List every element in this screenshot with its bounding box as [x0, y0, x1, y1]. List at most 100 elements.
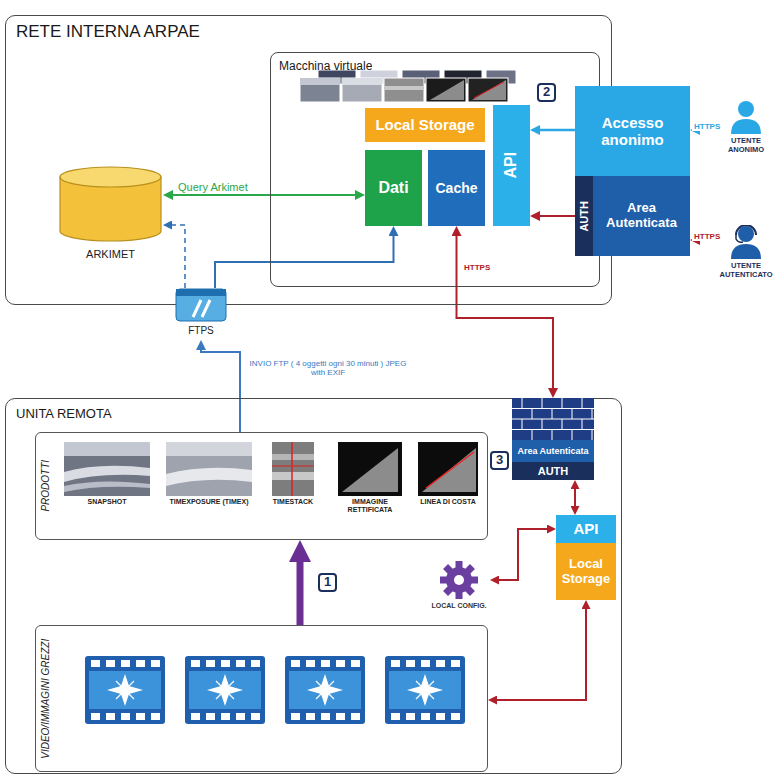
product-pictures-part: [166, 442, 252, 456]
product-pictures-part: [272, 454, 314, 460]
product-pictures-part: [418, 442, 478, 496]
product-thumbnail: SNAPSHOT: [62, 440, 152, 532]
brick-wall: [512, 398, 594, 440]
box-label: API: [502, 152, 520, 179]
video-frames: [85, 656, 465, 724]
callout-box: 3: [490, 451, 509, 470]
box-label: Local Storage: [558, 557, 614, 587]
thumbnail-caption: TIMEXPOSURE (TIMEX): [170, 498, 249, 506]
process-box: Local Storage: [365, 108, 485, 142]
product-pictures-part: [166, 468, 252, 486]
vm-thumbnails-part: [430, 80, 464, 100]
connector-arrow: [169, 194, 359, 196]
product-pictures-part: [338, 442, 402, 496]
brick-wall-part: [572, 409, 573, 420]
brick-wall-part: [532, 430, 533, 441]
user-icon-part: [738, 226, 754, 242]
brick-wall-part: [522, 419, 523, 430]
config-gear-part-part: [454, 575, 464, 585]
thumbnail-caption: TIMESTACK: [273, 498, 313, 506]
brick-wall-part: [522, 398, 523, 409]
region-box: RETE INTERNA ARPAEMacchina virtualeLocal…: [5, 15, 612, 305]
group-label: VIDEO/IMMAGINI GREZZI: [40, 638, 52, 758]
edge-label: Query Arkimet: [176, 181, 250, 194]
firewall-node: Area Autenticata: [512, 398, 594, 462]
database-label: ARKIMET: [86, 248, 135, 261]
box-label: Dati: [378, 179, 408, 197]
box-label: Cache: [435, 180, 477, 196]
callout-number: 3: [496, 453, 503, 468]
user-node: UTENTE ANONIMO: [714, 100, 778, 162]
brick-wall-part: [592, 409, 593, 420]
vm-thumbnails-part: [342, 78, 382, 85]
region-box: UNITA REMOTA PRODOTTI SNAPSHOT TIMEXPOSURE …: [5, 398, 622, 774]
region-title: Macchina virtuale: [279, 60, 372, 74]
user-node: UTENTE AUTENTICATO: [714, 225, 778, 291]
ftps-icon-part: [193, 300, 210, 317]
edge-label: INVIO FTP ( 4 oggetti ogni 30 minuti ) J…: [246, 359, 410, 377]
edge-label: HTTPS: [692, 232, 722, 241]
box-label: API: [573, 520, 598, 537]
box-label: AUTH: [538, 465, 569, 478]
user-label: UTENTE ANONIMO: [714, 137, 778, 154]
brick-wall-part: [512, 398, 594, 440]
callout-box: 1: [318, 573, 337, 592]
config-gear-part-part: [446, 567, 472, 593]
database-cylinder-part: [60, 167, 161, 187]
user-icon-part: [736, 235, 743, 242]
product-pictures-part: [426, 452, 474, 488]
user-icon: [728, 225, 764, 259]
process-box: Cache: [428, 150, 485, 226]
brick-wall-part: [562, 419, 563, 430]
brick-wall-part: [582, 398, 583, 409]
vm-thumbnails-part: [384, 86, 424, 90]
product-thumbnail: TIMEXPOSURE (TIMEX): [164, 440, 254, 532]
ftps-icon: [175, 288, 227, 322]
brick-wall-part: [562, 398, 563, 409]
callout-box: 2: [537, 83, 556, 102]
product-pictures-part: [64, 442, 150, 496]
callout-number: 2: [543, 85, 550, 100]
product-pictures-part: [272, 442, 314, 496]
edge-label-box: HTTPS: [692, 115, 722, 133]
region-title: UNITA REMOTA: [16, 407, 112, 422]
group-label: PRODOTTI: [40, 460, 52, 512]
user-icon-part: [736, 225, 756, 235]
product-pictures-part: [272, 466, 314, 467]
vm-thumbnails-part: [472, 80, 506, 100]
config-gear: [439, 560, 479, 600]
product-thumbnail: IMMAGINE RETTIFICATA: [334, 440, 406, 532]
brick-wall-part: [542, 398, 543, 409]
product-thumbnail: LINEA DI COSTA: [414, 440, 482, 532]
process-box: API: [556, 515, 616, 543]
brick-wall-part: [532, 409, 533, 420]
product-pictures-part: [64, 466, 150, 482]
product-pictures-part: [64, 481, 150, 492]
connector-arrow: [201, 346, 240, 432]
callout-number: 1: [324, 575, 331, 590]
process-box: Dati: [365, 150, 422, 226]
process-box: AUTH: [512, 462, 594, 480]
brick-wall-part: [552, 409, 553, 420]
connector-arrow: [574, 485, 576, 509]
process-box: Local Storage: [556, 543, 616, 600]
connector-arrow: [297, 553, 304, 625]
brick-wall-part: [512, 429, 594, 430]
vm-thumbnails-part: [474, 82, 504, 98]
product-pictures-part: [291, 442, 293, 496]
box-label: Area Autenticata: [512, 440, 594, 462]
product-pictures-part: [272, 472, 314, 480]
user-icon: [728, 100, 764, 134]
brick-wall-part: [542, 419, 543, 430]
config-label: LOCAL CONFIG.: [431, 602, 486, 610]
product-pictures-part: [166, 442, 252, 496]
box-label: Local Storage: [375, 116, 474, 133]
ftps-icon-part: [176, 289, 226, 321]
video-frames-part: [185, 656, 265, 724]
user-icon-part: [731, 119, 761, 134]
brick-wall-part: [592, 430, 593, 441]
vm-thumbnails-part: [300, 78, 340, 85]
connector-arrow: [215, 232, 394, 288]
video-frames-part: [385, 656, 465, 724]
